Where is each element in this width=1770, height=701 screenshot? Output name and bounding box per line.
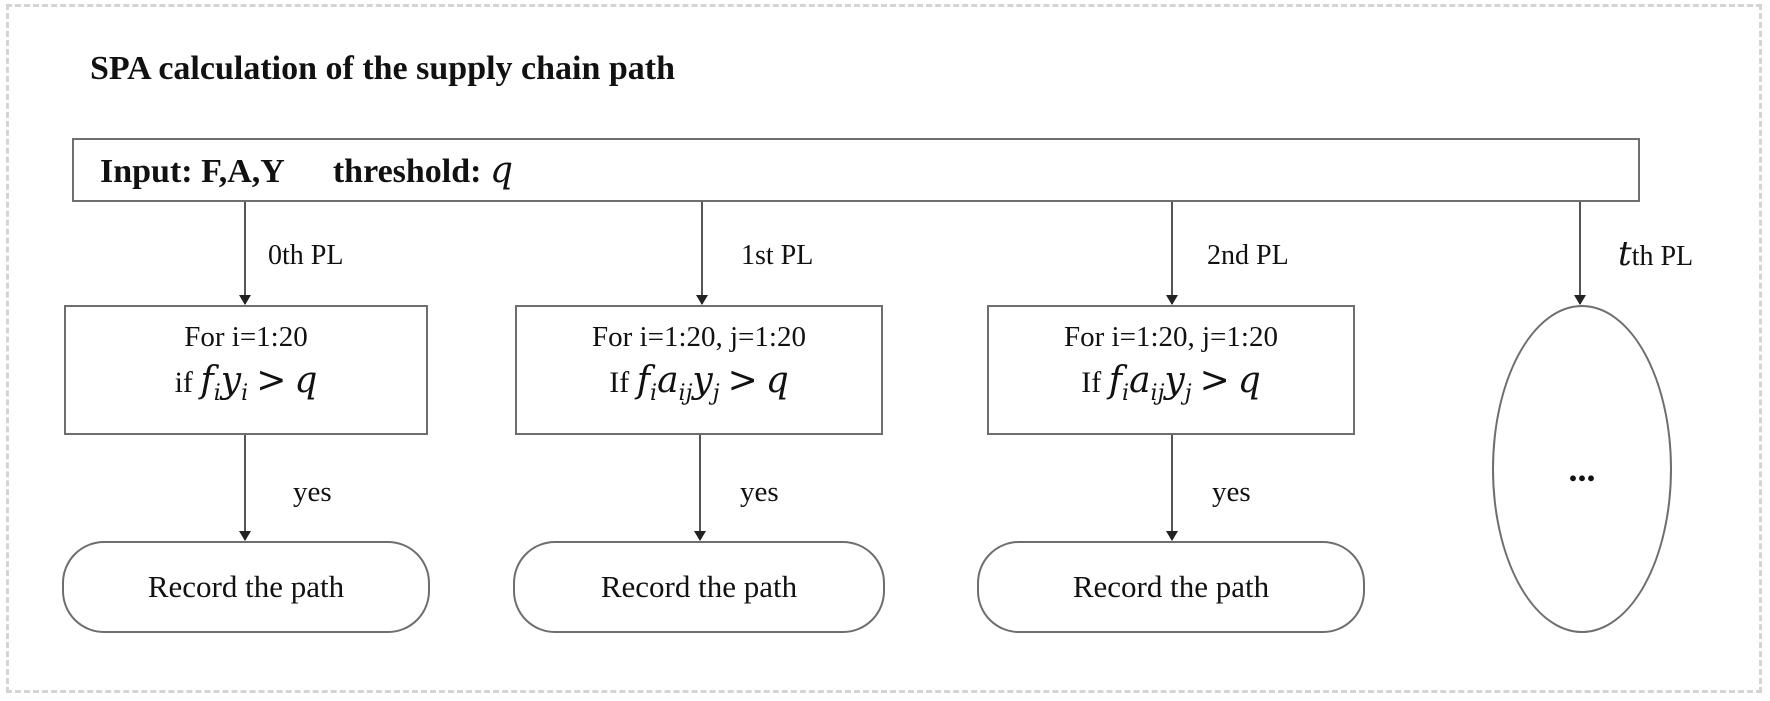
- branch-0-label: 0th PL: [268, 240, 344, 271]
- branch-t-suffix: th PL: [1631, 241, 1694, 272]
- diagram-frame: [6, 4, 1762, 693]
- branch-0-condition-box: For i=1:20 if fiyi>q: [64, 305, 428, 435]
- branch-2-label: 2nd PL: [1207, 240, 1289, 271]
- branch-1-cond-prefix: If: [609, 366, 630, 399]
- branch-2-yes: yes: [1212, 476, 1251, 508]
- input-label: Input: F,A,Y: [100, 153, 285, 190]
- branch-2-cond-prefix: If: [1081, 366, 1102, 399]
- threshold-symbol: q: [489, 150, 514, 191]
- branch-0-condition: if fiyi>q: [174, 360, 318, 407]
- branch-1-condition-box: For i=1:20, j=1:20 If fiaijyj>q: [515, 305, 883, 435]
- branch-1-condition: If fiaijyj>q: [609, 360, 789, 407]
- branch-0-record: Record the path: [62, 541, 430, 633]
- branch-2-condition: If fiaijyj>q: [1081, 360, 1261, 407]
- branch-1-yes: yes: [740, 476, 779, 508]
- branch-0-yes: yes: [293, 476, 332, 508]
- ellipsis: ...: [1568, 449, 1596, 489]
- branch-2-loop: For i=1:20, j=1:20: [1064, 321, 1278, 353]
- branch-2-condition-box: For i=1:20, j=1:20 If fiaijyj>q: [987, 305, 1355, 435]
- input-box: [72, 138, 1640, 202]
- branch-1-record: Record the path: [513, 541, 885, 633]
- branch-0-cond-prefix: if: [174, 366, 193, 399]
- branch-t-ellipse: ...: [1492, 305, 1672, 633]
- diagram-title: SPA calculation of the supply chain path: [90, 50, 676, 87]
- input-box-text: Input: F,A,Y threshold: q: [100, 150, 513, 191]
- threshold-label: threshold:: [332, 153, 482, 190]
- branch-0-loop: For i=1:20: [184, 321, 308, 353]
- branch-1-loop: For i=1:20, j=1:20: [592, 321, 806, 353]
- branch-2-record: Record the path: [977, 541, 1365, 633]
- branch-t-symbol: t: [1618, 234, 1632, 274]
- branch-1-label: 1st PL: [741, 240, 814, 271]
- branch-t-label: tth PL: [1618, 234, 1693, 274]
